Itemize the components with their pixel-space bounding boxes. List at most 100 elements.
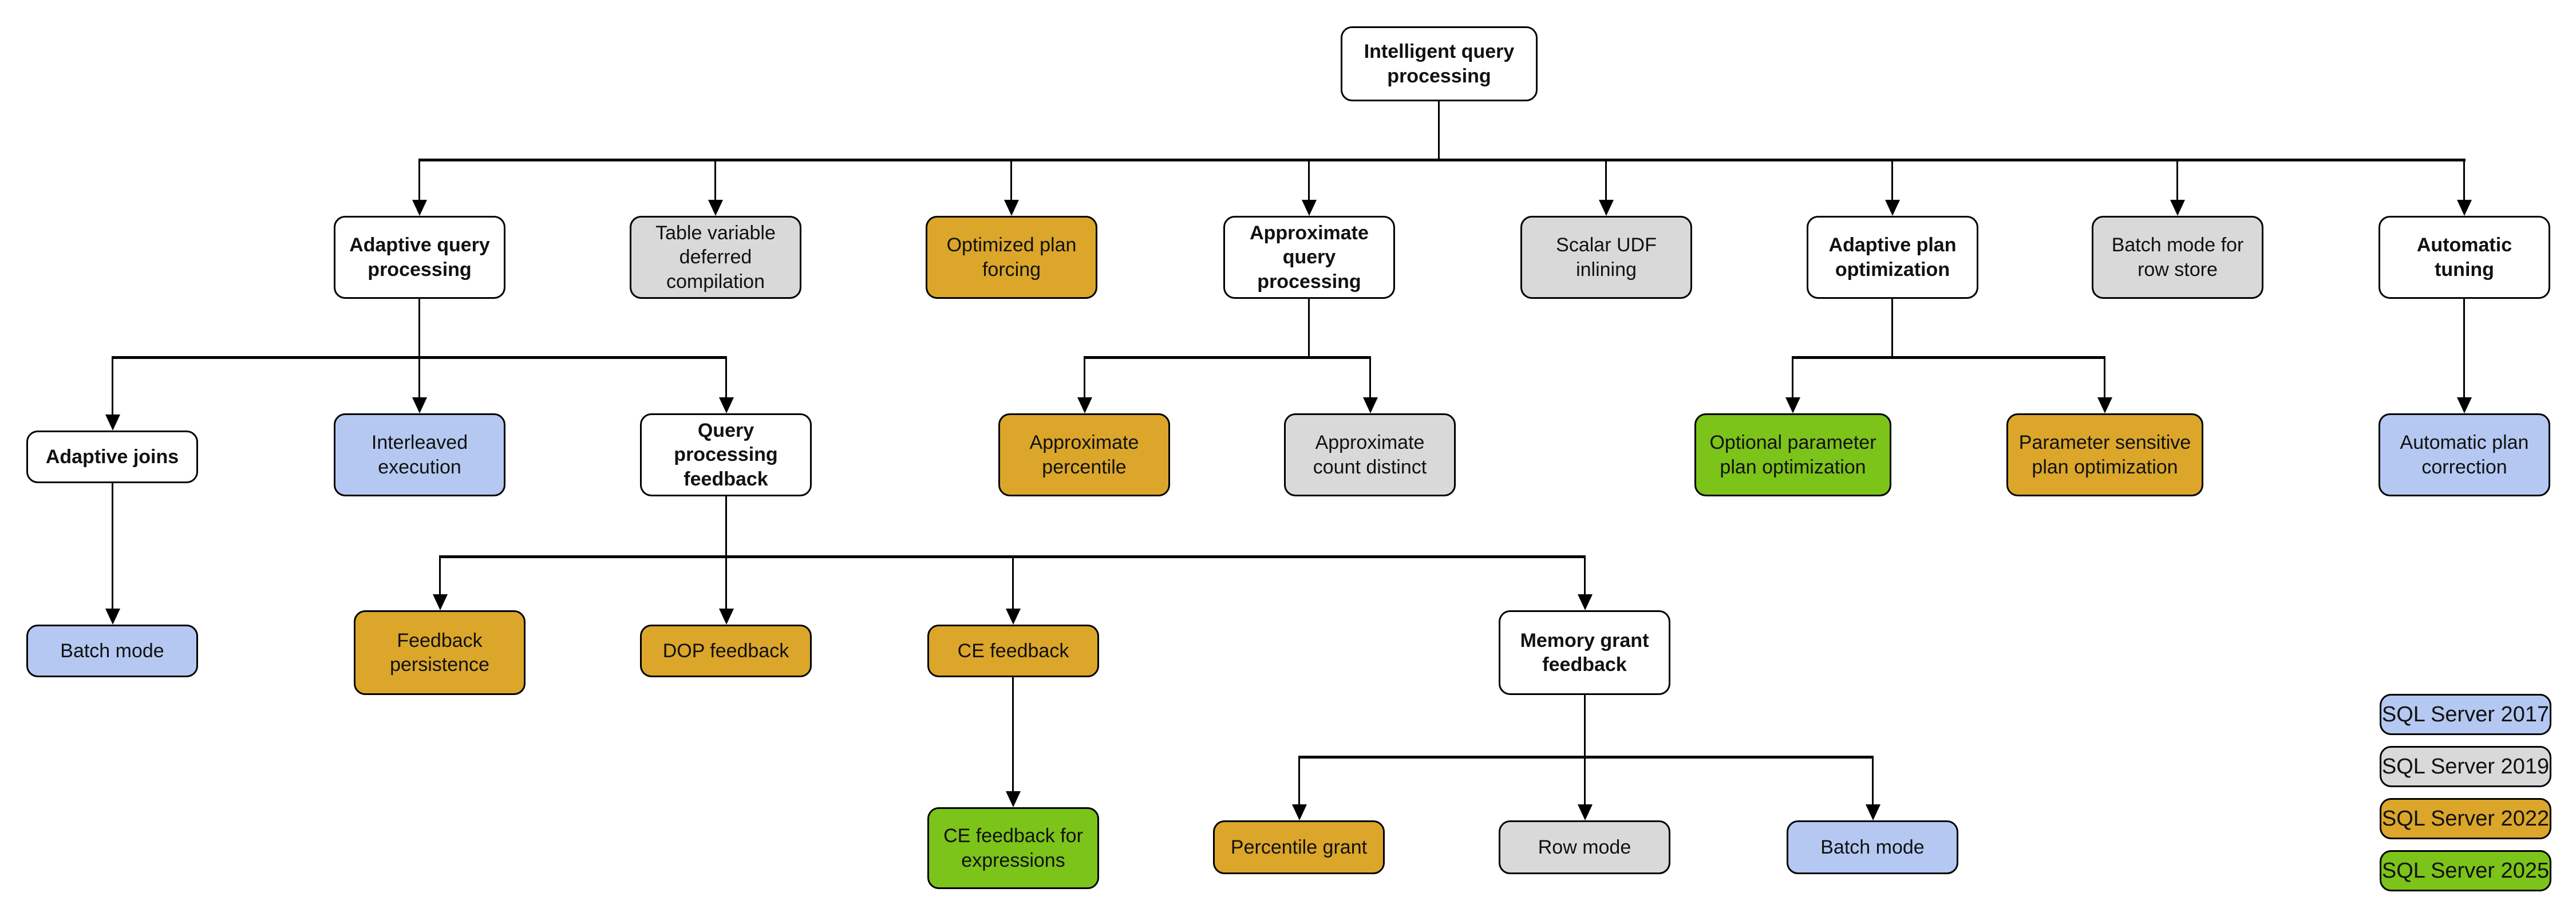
arrow-down-icon [1885, 200, 1900, 216]
connector-line [1369, 356, 1371, 398]
node-label: Batch mode for row store [2111, 234, 2244, 281]
connector-line [1298, 756, 1300, 804]
node-label: Approximate percentile [1029, 432, 1139, 478]
connector-line [725, 356, 727, 398]
arrow-down-icon [433, 594, 448, 610]
node-batch-mode-memory-grant: Batch mode [1787, 820, 1958, 874]
node-automatic-tuning: Automatic tuning [2379, 216, 2550, 299]
connector-line [418, 159, 420, 201]
node-label: Memory grant feedback [1520, 629, 1649, 676]
node-scalar-udf-inlining: Scalar UDF inlining [1520, 216, 1692, 299]
node-label: Automatic plan correction [2400, 432, 2529, 478]
connector-line [112, 356, 113, 416]
node-label: Percentile grant [1230, 836, 1368, 858]
connector-line [1012, 555, 1014, 609]
connector-line [418, 356, 420, 398]
connector-line [1792, 356, 2105, 359]
legend-label: SQL Server 2025 [2381, 858, 2550, 883]
connector-line [1298, 756, 1873, 759]
connector-line [1605, 159, 1607, 201]
connector-line [1010, 159, 1012, 201]
node-label: Batch mode [60, 639, 164, 662]
node-adaptive-plan-optimization: Adaptive plan optimization [1807, 216, 1978, 299]
node-label: DOP feedback [662, 639, 789, 662]
node-batch-mode-for-row-store: Batch mode for row store [2092, 216, 2263, 299]
node-label: Adaptive query processing [349, 234, 490, 281]
connector-line [1891, 159, 1893, 201]
node-label: Parameter sensitive plan optimization [2018, 432, 2191, 478]
node-approximate-query-processing: Approximate query processing [1223, 216, 1395, 299]
legend-item-sql-server-2017: SQL Server 2017 [2380, 694, 2551, 735]
connector-line [1584, 695, 1586, 756]
arrow-down-icon [1599, 200, 1614, 216]
node-label: Query processing feedback [674, 420, 778, 490]
node-label: Feedback persistence [390, 629, 489, 676]
legend-item-sql-server-2022: SQL Server 2022 [2380, 798, 2551, 839]
arrow-down-icon [719, 609, 734, 625]
connector-line [725, 555, 727, 609]
arrow-down-icon [1077, 397, 1092, 413]
arrow-down-icon [1866, 804, 1880, 820]
node-automatic-plan-correction: Automatic plan correction [2379, 413, 2550, 496]
connector-line [714, 159, 716, 201]
node-label: Optimized plan forcing [946, 234, 1077, 281]
node-row-mode: Row mode [1499, 820, 1670, 874]
node-optional-parameter-plan-optimization: Optional parameter plan optimization [1694, 413, 1891, 496]
arrow-down-icon [1292, 804, 1307, 820]
node-ce-feedback: CE feedback [927, 625, 1099, 677]
arrow-down-icon [412, 200, 427, 216]
connector-line [1584, 555, 1586, 594]
node-adaptive-joins: Adaptive joins [26, 431, 198, 483]
arrow-down-icon [2170, 200, 2185, 216]
connector-line [1792, 356, 1793, 398]
legend-label: SQL Server 2017 [2381, 702, 2550, 727]
arrow-down-icon [719, 397, 734, 413]
node-approximate-count-distinct: Approximate count distinct [1284, 413, 1456, 496]
legend-item-sql-server-2019: SQL Server 2019 [2380, 746, 2551, 787]
arrow-down-icon [1785, 397, 1800, 413]
connector-line [1872, 756, 1874, 804]
node-memory-grant-feedback: Memory grant feedback [1499, 610, 1670, 695]
node-ce-feedback-for-expressions: CE feedback for expressions [927, 807, 1099, 889]
node-dop-feedback: DOP feedback [640, 625, 812, 677]
node-label: Automatic tuning [2416, 234, 2512, 281]
legend-label: SQL Server 2022 [2381, 806, 2550, 831]
arrow-down-icon [1363, 397, 1378, 413]
node-label: Scalar UDF inlining [1556, 234, 1657, 281]
connector-line [1308, 299, 1310, 356]
node-label: Optional parameter plan optimization [1709, 432, 1876, 478]
node-label: Intelligent query processing [1364, 41, 1515, 87]
connector-line [420, 159, 2466, 161]
arrow-down-icon [2457, 397, 2472, 413]
node-parameter-sensitive-plan-optimization: Parameter sensitive plan optimization [2006, 413, 2203, 496]
connector-line [2176, 159, 2178, 201]
connector-line [1084, 356, 1085, 398]
connector-line [1891, 299, 1893, 356]
arrow-down-icon [1578, 804, 1593, 820]
node-batch-mode-adaptive-joins: Batch mode [26, 625, 198, 677]
node-query-processing-feedback: Query processing feedback [640, 413, 812, 496]
legend-item-sql-server-2025: SQL Server 2025 [2380, 850, 2551, 891]
arrow-down-icon [2457, 200, 2472, 216]
connector-line [1584, 756, 1586, 804]
connector-line [1084, 356, 1371, 359]
node-label: Row mode [1538, 836, 1631, 858]
node-label: Adaptive plan optimization [1828, 234, 1957, 281]
node-label: Adaptive joins [45, 445, 179, 468]
node-label: CE feedback [957, 639, 1069, 662]
connector-line [2463, 159, 2465, 201]
connector-line [1012, 677, 1014, 791]
node-adaptive-query-processing: Adaptive query processing [334, 216, 505, 299]
node-label: Batch mode [1820, 836, 1925, 858]
arrow-down-icon [1006, 609, 1021, 625]
node-label: CE feedback for expressions [943, 825, 1083, 871]
arrow-down-icon [1006, 791, 1021, 807]
arrow-down-icon [1004, 200, 1019, 216]
connector-line [725, 496, 727, 555]
arrow-down-icon [2097, 397, 2112, 413]
connector-line [2463, 299, 2465, 398]
arrow-down-icon [105, 609, 120, 625]
arrow-down-icon [1578, 594, 1593, 610]
node-optimized-plan-forcing: Optimized plan forcing [926, 216, 1097, 299]
